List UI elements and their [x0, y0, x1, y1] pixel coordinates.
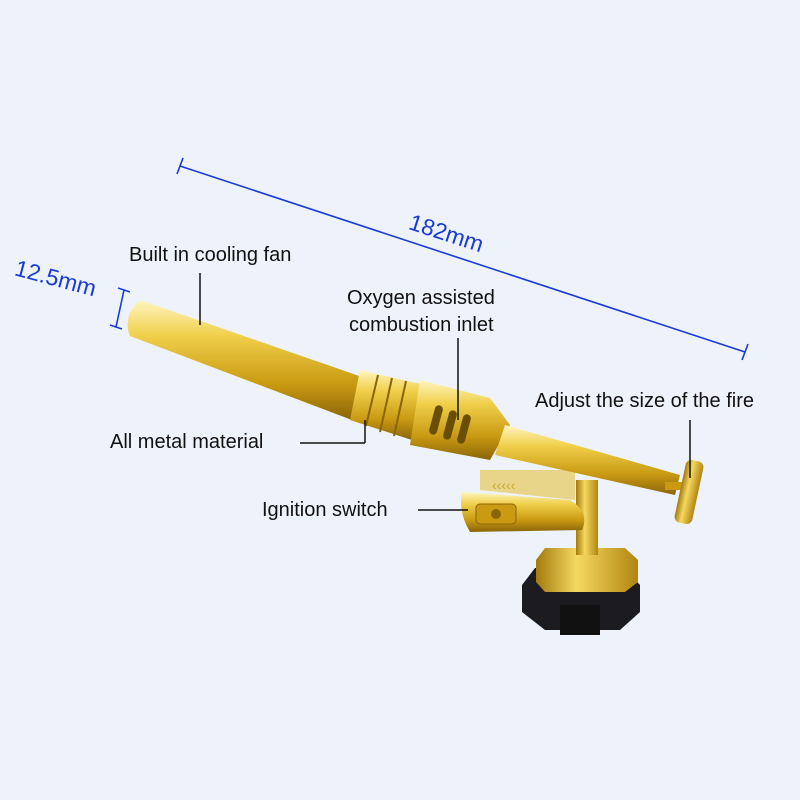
length-dimension-line [176, 157, 749, 361]
gas-connector-base [522, 480, 640, 635]
callout-leaders [199, 273, 691, 511]
torch-body [127, 300, 704, 525]
svg-text:‹‹‹‹‹: ‹‹‹‹‹ [492, 477, 516, 493]
callout-fire-adjust: Adjust the size of the fire [535, 390, 755, 412]
ignition-switch: ‹‹‹‹‹ [461, 470, 585, 532]
callout-cooling-fan: Built in cooling fan [129, 244, 292, 266]
callout-oxygen-inlet-line2: combustion inlet [349, 314, 494, 336]
callout-ignition: Ignition switch [262, 499, 388, 521]
diameter-dimension-line [109, 287, 131, 330]
callout-oxygen-inlet-line1: Oxygen assisted [347, 287, 495, 309]
callout-metal: All metal material [110, 431, 264, 453]
